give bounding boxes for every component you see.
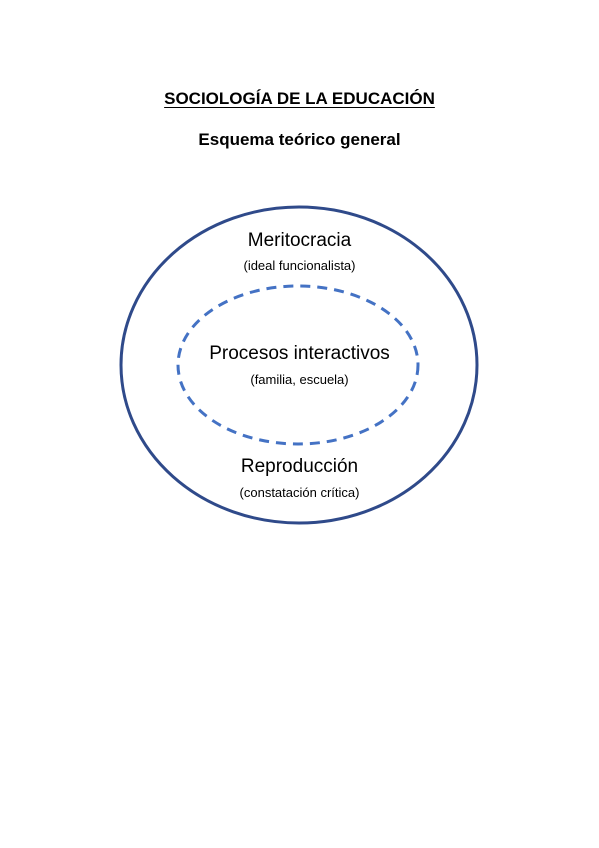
page-title: SOCIOLOGÍA DE LA EDUCACIÓN — [164, 89, 435, 108]
meritocracia-sublabel: (ideal funcionalista) — [243, 258, 356, 273]
outer-ellipse — [119, 205, 479, 525]
procesos-interactivos-sublabel: (familia, escuela) — [250, 372, 349, 387]
inner-dashed-ellipse — [176, 284, 420, 446]
meritocracia-label: Meritocracia — [247, 230, 352, 251]
reproduccion-sublabel: (constatación crítica) — [239, 485, 360, 500]
reproduccion-label: Reproducción — [240, 456, 359, 477]
procesos-interactivos-label: Procesos interactivos — [209, 343, 390, 364]
page-subtitle: Esquema teórico general — [198, 130, 401, 149]
